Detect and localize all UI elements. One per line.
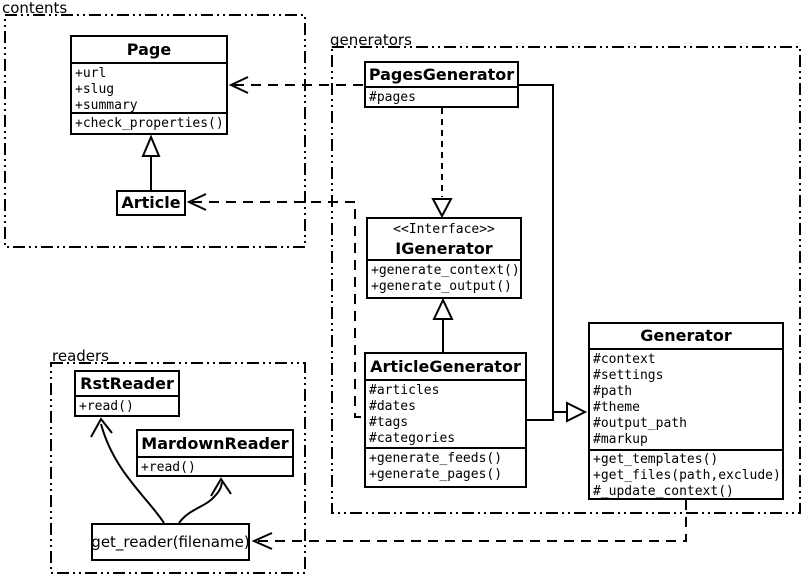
dependency-articlegenerator-article	[186, 193, 364, 418]
class-generator-attributes: #context #settings #path #theme #output_…	[590, 350, 782, 451]
attribute: #tags	[369, 415, 409, 430]
attribute: +url	[75, 66, 107, 81]
realization-pagesgenerator-igenerator	[431, 108, 453, 219]
attribute: #theme	[593, 400, 640, 415]
attribute: #context	[593, 352, 656, 367]
class-pagesgenerator-attributes: #pages	[366, 88, 517, 106]
arrow-getreader-mardownreader	[178, 477, 232, 524]
generators-package-border	[331, 46, 801, 514]
class-rstreader: RstReader +read()	[74, 370, 180, 417]
attribute: +summary	[75, 98, 138, 113]
class-mardownreader-title: MardownReader	[138, 431, 292, 458]
open-arrowhead-icon	[186, 193, 207, 211]
class-generator: Generator #context #settings #path #them…	[588, 322, 784, 500]
attribute: #dates	[369, 399, 416, 414]
inheritance-article-page	[141, 134, 161, 190]
readers-package-label: readers	[52, 347, 109, 365]
class-mardownreader: MardownReader +read()	[136, 429, 294, 477]
attribute: #settings	[593, 368, 664, 383]
class-article-title: Article	[121, 193, 181, 212]
hollow-triangle-icon	[432, 297, 454, 320]
class-igenerator-title: IGenerator	[395, 239, 493, 258]
method: +generate_output()	[371, 279, 512, 294]
method: +read()	[79, 399, 134, 414]
method: #_update_context()	[593, 484, 734, 499]
class-rstreader-methods: +read()	[76, 397, 178, 415]
attribute: #output_path	[593, 416, 687, 431]
attribute: +slug	[75, 82, 115, 97]
inheritance-articlegenerator-igenerator	[432, 297, 454, 352]
class-mardownreader-methods: +read()	[138, 458, 292, 476]
class-generator-title: Generator	[590, 324, 782, 350]
method: +generate_pages()	[369, 467, 503, 482]
class-page-title: Page	[72, 37, 226, 64]
class-articlegenerator-methods: +generate_feeds() +generate_pages()	[366, 449, 525, 483]
open-arrowhead-icon	[251, 532, 273, 550]
class-articlegenerator: ArticleGenerator #articles #dates #tags …	[364, 352, 527, 488]
open-arrowhead-icon	[228, 76, 249, 94]
attribute: #articles	[369, 383, 440, 398]
generators-package-label: generators	[330, 31, 412, 49]
dependency-generator-getreader	[251, 500, 687, 550]
attribute: #markup	[593, 432, 648, 447]
get-reader-box: get_reader(filename)	[91, 523, 250, 561]
class-igenerator-methods: +generate_context() +generate_output()	[368, 261, 520, 295]
class-articlegenerator-attributes: #articles #dates #tags #categories	[366, 381, 525, 449]
method: +get_templates()	[593, 452, 719, 467]
method: +generate_context()	[371, 263, 520, 278]
hollow-triangle-icon	[566, 401, 588, 423]
method: +generate_feeds()	[369, 451, 503, 466]
dependency-pagesgenerator-page	[228, 76, 364, 94]
contents-package-border	[4, 14, 306, 248]
open-arrowhead-icon	[90, 417, 113, 438]
contents-package-label: contents	[2, 0, 68, 17]
class-rstreader-title: RstReader	[76, 372, 178, 397]
readers-package-border	[50, 362, 306, 574]
attribute: #pages	[369, 90, 416, 105]
class-article: Article	[116, 190, 186, 216]
method: +get_files(path,exclude)	[593, 468, 781, 483]
attribute: #categories	[369, 431, 456, 446]
class-page: Page +url +slug +summary +check_properti…	[70, 35, 228, 135]
method: +check_properties()	[75, 116, 224, 131]
arrow-getreader-rstreader	[90, 417, 165, 524]
class-articlegenerator-title: ArticleGenerator	[366, 354, 525, 381]
hollow-triangle-icon	[431, 198, 453, 219]
inheritance-generators-generator	[519, 84, 588, 423]
class-pagesgenerator-title: PagesGenerator	[366, 63, 517, 88]
class-page-attributes: +url +slug +summary	[72, 64, 226, 114]
hollow-triangle-icon	[141, 134, 161, 157]
open-arrowhead-icon	[210, 477, 232, 497]
get-reader-label: get_reader(filename)	[91, 533, 250, 551]
class-igenerator: <<Interface>> IGenerator +generate_conte…	[366, 217, 522, 299]
class-generator-methods: +get_templates() +get_files(path,exclude…	[590, 451, 782, 500]
class-igenerator-header: <<Interface>> IGenerator	[368, 219, 520, 261]
attribute: #path	[593, 384, 633, 399]
method: +read()	[141, 460, 196, 475]
class-pagesgenerator: PagesGenerator #pages	[364, 61, 519, 108]
class-page-methods: +check_properties()	[72, 114, 226, 132]
interface-stereotype: <<Interface>>	[393, 222, 495, 237]
